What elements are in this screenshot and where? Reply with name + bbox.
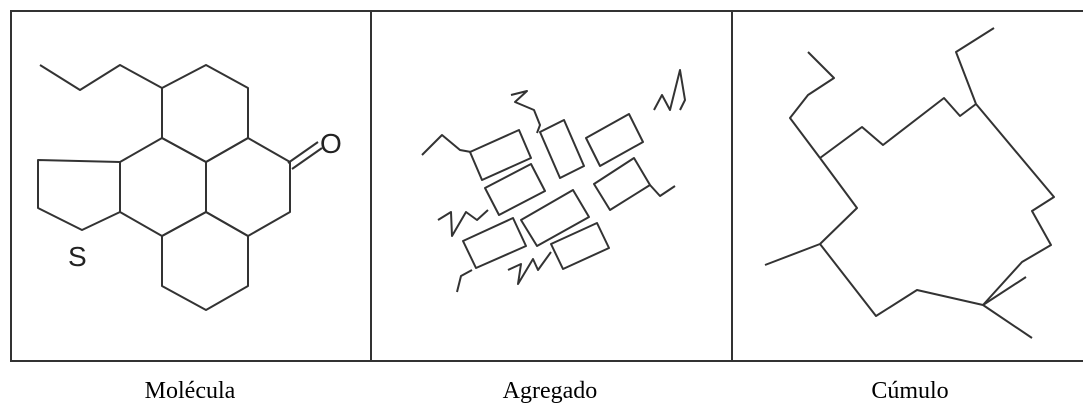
side-chain (653, 69, 686, 111)
molecule-drawing (37, 64, 323, 311)
ring-left-center (119, 137, 207, 237)
side-chain (421, 134, 472, 156)
ring-top (161, 64, 249, 163)
oxygen-label: O (320, 128, 342, 159)
sulfur-label: S (68, 241, 87, 272)
cluster-chain (819, 243, 1033, 339)
sheet (550, 222, 610, 270)
side-chain (649, 184, 676, 197)
panel-frame (10, 10, 1083, 362)
side-chain (510, 90, 541, 134)
sheet (520, 189, 590, 247)
carbonyl-bond-1 (287, 141, 319, 164)
sheet (539, 119, 585, 179)
caption-aggregate: Agregado (502, 378, 598, 404)
aggregate-drawing (421, 69, 686, 293)
sheet (462, 217, 527, 269)
ring-bottom (161, 211, 249, 311)
ring-right-center (205, 137, 291, 237)
cluster-chain (764, 157, 858, 266)
cluster-chain (955, 27, 995, 105)
cluster-chain (975, 103, 1055, 306)
sheet (585, 113, 644, 167)
side-chain (456, 269, 473, 293)
ring-sulfur (37, 159, 121, 231)
sheet (484, 163, 546, 216)
alkyl-chain (39, 64, 163, 91)
cluster-chain (819, 97, 977, 159)
caption-cluster: Cúmulo (871, 378, 949, 404)
side-chain (507, 251, 552, 285)
cluster-chain (789, 51, 835, 159)
sheet (469, 129, 532, 181)
side-chain (437, 209, 489, 237)
carbonyl-bond-2 (291, 147, 323, 170)
caption-molecule: Molécula (144, 378, 236, 404)
cluster-drawing (764, 27, 1055, 339)
cluster-chain (982, 276, 1027, 306)
